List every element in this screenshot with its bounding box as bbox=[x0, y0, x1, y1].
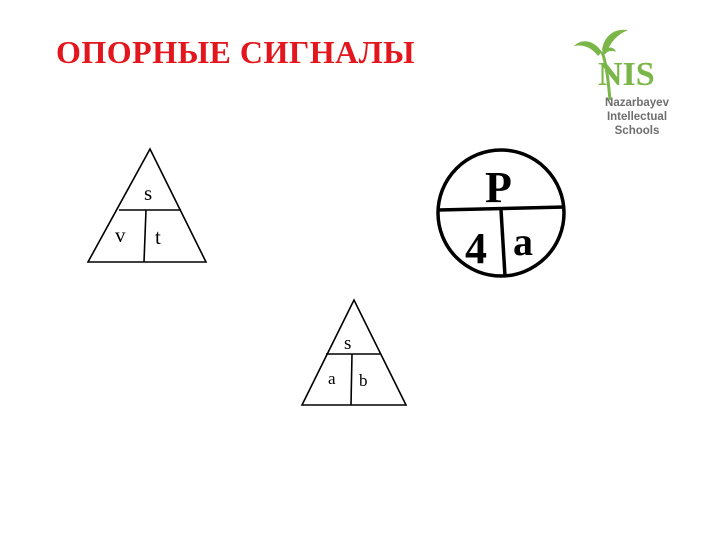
triangle-divider-vertical bbox=[350, 353, 353, 406]
circle-perimeter-diagram: P 4 a bbox=[436, 148, 566, 278]
triangle-speed-top-label: s bbox=[144, 181, 152, 205]
triangle-speed-right-label: t bbox=[155, 225, 161, 249]
circle-divider-horizontal bbox=[437, 205, 566, 212]
circle-left-label: 4 bbox=[465, 224, 487, 273]
triangle-speed-left-label: v bbox=[115, 223, 126, 247]
triangle-area-diagram: s a b bbox=[300, 298, 408, 406]
logo-line-2: Intellectual bbox=[606, 111, 668, 123]
triangle-area-right-label: b bbox=[359, 371, 368, 390]
triangle-divider-vertical bbox=[143, 209, 147, 263]
logo-line-3: Schools bbox=[614, 125, 660, 137]
triangle-area-left-label: a bbox=[328, 369, 336, 388]
triangle-outline bbox=[300, 298, 408, 406]
page-title: ОПОРНЫЕ СИГНАЛЫ bbox=[56, 34, 415, 70]
triangle-speed-diagram: s v t bbox=[86, 147, 208, 263]
circle-divider-vertical bbox=[499, 209, 507, 277]
circle-outline bbox=[436, 148, 566, 278]
triangle-area-top-label: s bbox=[344, 333, 351, 354]
nis-logo: NIS Nazarbayev Intellectual Schools bbox=[572, 18, 692, 137]
sprout-icon bbox=[574, 29, 628, 101]
circle-right-label: a bbox=[513, 219, 533, 264]
logo-line-1: Nazarbayev bbox=[605, 97, 669, 109]
circle-top-label: P bbox=[485, 163, 512, 212]
triangle-outline bbox=[86, 147, 208, 263]
logo-wordmark: NIS bbox=[598, 56, 655, 93]
